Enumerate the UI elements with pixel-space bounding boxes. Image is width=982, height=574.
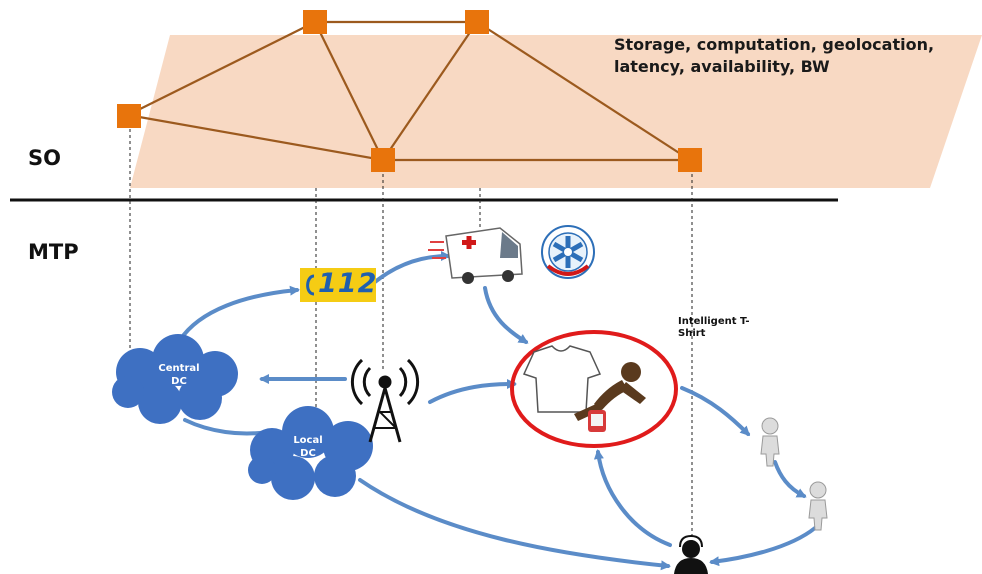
flow-arrows	[178, 251, 817, 571]
fallen-person-icon	[574, 362, 646, 421]
so-note-line2: latency, availability, BW	[614, 57, 830, 76]
emergency-112-badge	[300, 268, 376, 302]
so-graph-edges	[127, 20, 691, 162]
so-node	[371, 148, 395, 172]
antenna-tower-icon	[350, 358, 420, 443]
intelligent-tshirt-label: Intelligent T- Shirt	[678, 316, 750, 340]
person-icon	[808, 481, 828, 531]
so-node	[117, 104, 141, 128]
local-dc-label: Local DC	[283, 434, 333, 460]
so-plane	[130, 35, 982, 188]
central-dc-line1: Central	[158, 363, 200, 374]
tshirt-label-line2: Shirt	[678, 328, 706, 339]
local-dc-line1: Local	[293, 435, 323, 446]
so-requirements-note: Storage, computation, geolocation, laten…	[614, 34, 934, 78]
patient-highlight-ring	[510, 330, 678, 448]
so-node	[465, 10, 489, 34]
person-icon	[760, 417, 780, 467]
central-dc-cloud[interactable]	[112, 334, 238, 424]
medical-emblem-icon	[541, 225, 595, 279]
central-dc-line2: DC	[171, 376, 187, 387]
emergency-number-text: 112	[318, 268, 378, 299]
mapping-lines	[129, 123, 693, 545]
tshirt-icon	[522, 345, 602, 413]
operator-icon	[674, 534, 708, 574]
tshirt-label-line1: Intelligent T-	[678, 316, 750, 327]
ambulance-icon	[428, 227, 523, 284]
so-nodes	[117, 10, 702, 172]
so-node	[678, 148, 702, 172]
so-node	[303, 10, 327, 34]
smartwatch-icon	[588, 410, 606, 432]
local-dc-line2: DC	[300, 448, 316, 459]
so-note-line1: Storage, computation, geolocation,	[614, 35, 935, 54]
central-dc-label: Central DC	[150, 362, 208, 388]
local-dc-cloud[interactable]	[248, 406, 373, 500]
so-layer-label: SO	[28, 146, 61, 170]
mtp-layer-label: MTP	[28, 240, 79, 264]
